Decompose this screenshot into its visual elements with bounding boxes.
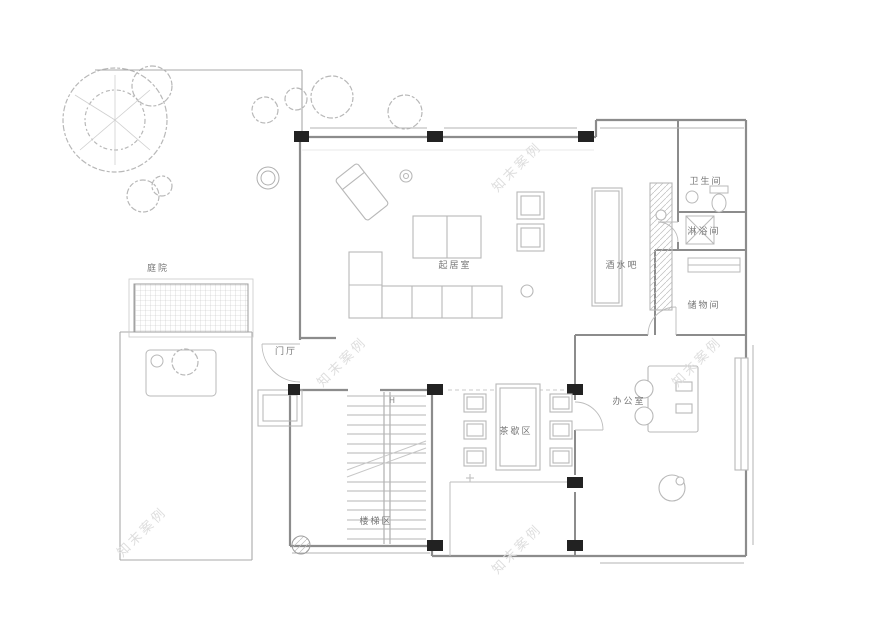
office-chair: [634, 406, 654, 426]
column: [567, 384, 583, 395]
window-lines: [292, 127, 754, 564]
bar-furniture: [591, 182, 673, 311]
office-furniture: [634, 357, 749, 502]
room-label-stairs: 楼梯区: [359, 515, 392, 527]
column: [578, 131, 594, 142]
room-label-living: 起居室: [438, 259, 471, 271]
tree-branches: [74, 75, 151, 165]
room-label-office: 办公室: [612, 395, 645, 407]
room-label-tea: 茶歇区: [499, 425, 532, 437]
staircase: [346, 392, 427, 544]
room-label-shower: 淋浴间: [687, 225, 720, 237]
paving-border: [128, 278, 254, 338]
paving-grid: [133, 283, 249, 333]
tree-icon: [310, 75, 354, 119]
tree-icon: [251, 96, 279, 124]
room-label-bathroom: 卫生间: [689, 175, 722, 187]
room-label-bar: 酒水吧: [605, 259, 638, 271]
tea-area-furniture: [463, 383, 573, 482]
column: [288, 384, 300, 395]
tree-icon: [62, 67, 168, 173]
bar-counter: [649, 182, 673, 311]
column: [427, 540, 443, 551]
round-planter: [256, 166, 280, 190]
column: [294, 131, 309, 142]
drain-marker: [466, 474, 474, 482]
chaise-lounge: [335, 163, 389, 221]
watermarks: 知末案例 知末案例 知末案例 知末案例 知末案例: [114, 139, 726, 578]
watermark-text: 知末案例: [314, 334, 371, 391]
tree-icon: [171, 348, 199, 376]
watermark-text: 知末案例: [114, 504, 171, 561]
room-label-courtyard: 庭院: [147, 262, 169, 274]
office-chair: [634, 379, 654, 399]
floor-drain: [291, 535, 311, 555]
courtyard-planter: [145, 349, 217, 397]
tree-icon: [387, 94, 423, 130]
tree-icon: [131, 65, 173, 107]
recess-lines: [449, 481, 575, 556]
toilet-icon: [709, 185, 729, 194]
bar-island: [591, 187, 623, 307]
living-room-furniture: [335, 163, 545, 319]
entry-vestibule: [257, 389, 303, 427]
sink-icon: [685, 190, 699, 204]
structural-columns: [288, 131, 594, 551]
plant-icon: [520, 284, 534, 298]
column: [427, 131, 443, 142]
bathroom-fixtures: [685, 185, 741, 273]
column: [427, 384, 443, 395]
tree-icon: [126, 179, 160, 213]
stair-mark: H: [389, 396, 395, 405]
tree-icon: [284, 87, 308, 111]
bar-sink: [655, 209, 667, 221]
room-label-foyer: 门厅: [275, 345, 297, 357]
column: [567, 540, 583, 551]
column: [567, 477, 583, 488]
room-labels: 卫生间 淋浴间 酒水吧 储物间 起居室 庭院 门厅 办公室 茶歇区 楼梯区 H: [147, 175, 722, 527]
tree-icon: [151, 175, 173, 197]
room-label-storage: 储物间: [687, 299, 720, 311]
watermark-text: 知末案例: [489, 521, 546, 578]
watermark-text: 知末案例: [489, 139, 546, 196]
